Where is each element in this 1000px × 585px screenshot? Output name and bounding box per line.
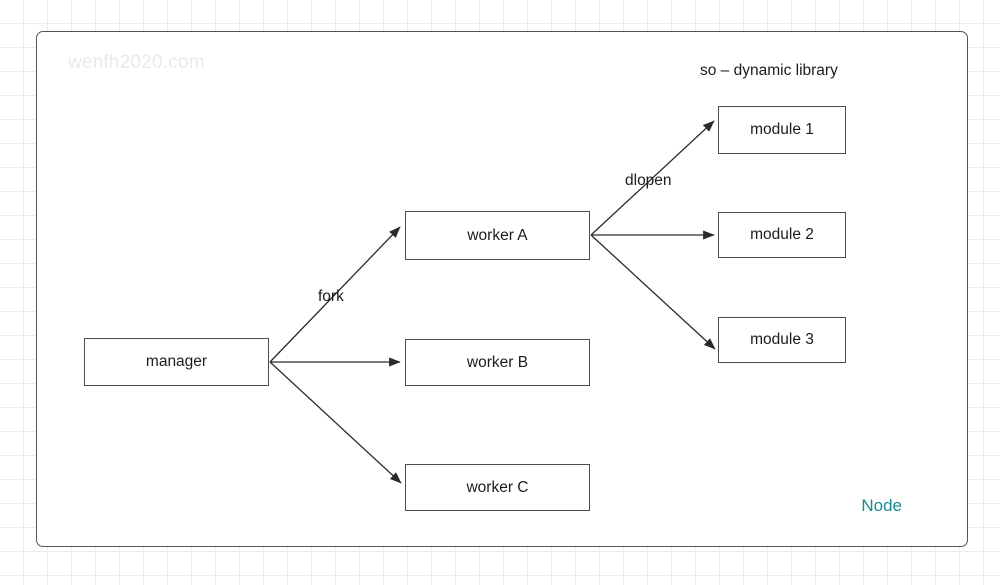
node-module-1-label: module 1 bbox=[750, 121, 814, 138]
node-manager[interactable]: manager bbox=[84, 338, 269, 386]
node-worker-c-label: worker C bbox=[466, 478, 529, 496]
node-module-3-label: module 3 bbox=[750, 331, 814, 348]
node-module-2-label: module 2 bbox=[750, 226, 814, 243]
node-worker-c[interactable]: worker C bbox=[405, 464, 590, 511]
node-worker-a-label: worker A bbox=[467, 226, 528, 244]
node-manager-label: manager bbox=[145, 353, 208, 370]
node-module-1[interactable]: module 1 bbox=[718, 106, 846, 154]
node-worker-b-label: worker B bbox=[466, 353, 529, 371]
node-module-2[interactable]: module 2 bbox=[718, 212, 846, 258]
edge-label-dlopen: dlopen bbox=[625, 172, 672, 189]
footer-badge-node: Node bbox=[861, 496, 902, 515]
watermark-text: wenfh2020.com bbox=[68, 52, 205, 73]
section-title-dynamic-library: so – dynamic library bbox=[700, 62, 838, 79]
node-module-3[interactable]: module 3 bbox=[718, 317, 846, 363]
node-worker-b[interactable]: worker B bbox=[405, 339, 590, 386]
node-worker-a[interactable]: worker A bbox=[405, 211, 590, 260]
edge-label-fork: fork bbox=[318, 288, 344, 305]
